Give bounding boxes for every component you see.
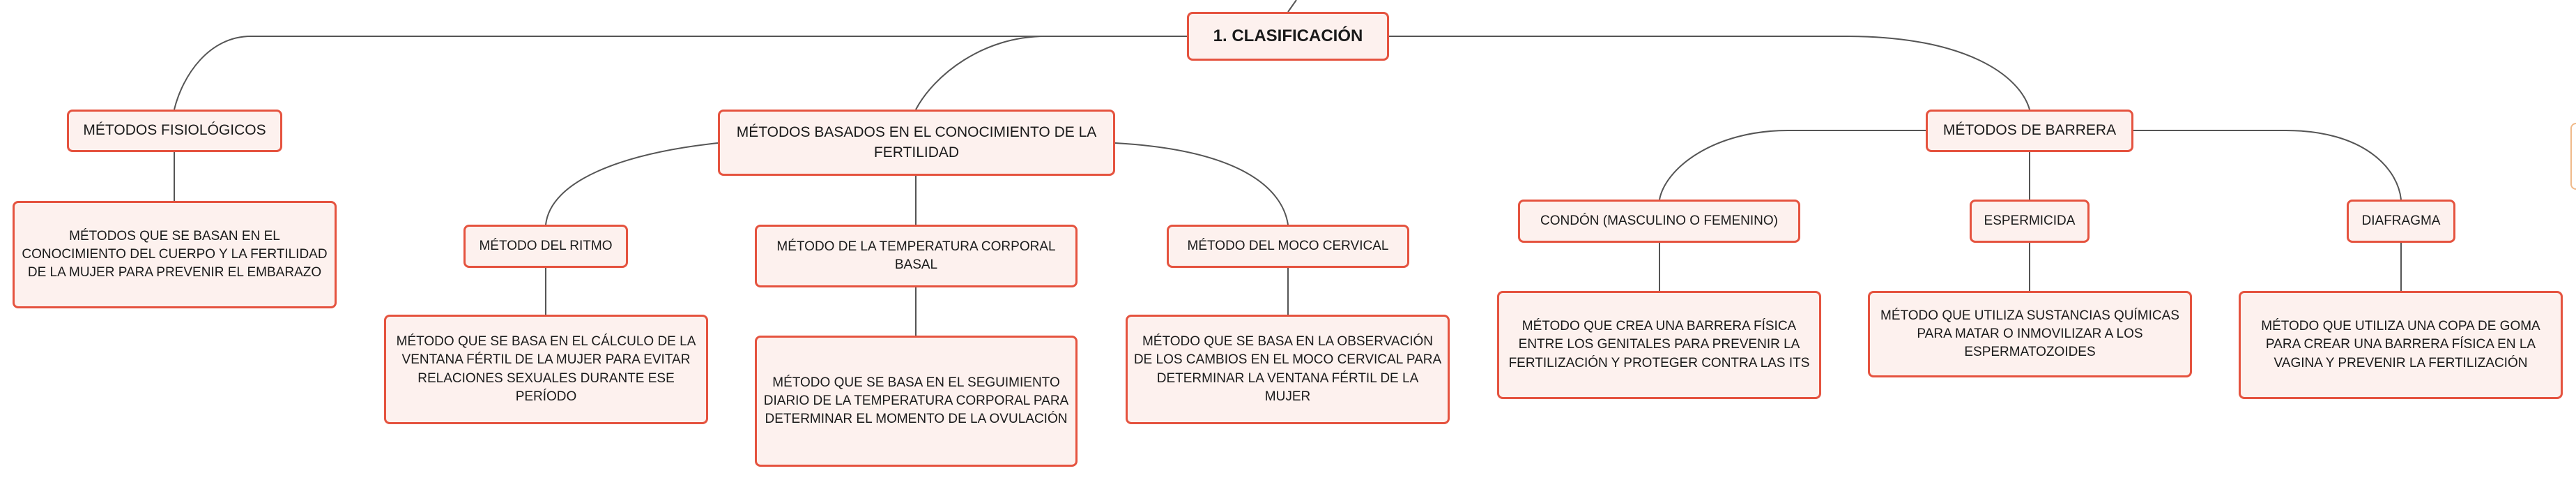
node-label: MÉTODO DEL MOCO CERVICAL xyxy=(1187,238,1389,253)
branch-metodos-de-barrera[interactable]: MÉTODOS DE BARRERA xyxy=(1926,110,2133,152)
branch-label: MÉTODOS FISIOLÓGICOS xyxy=(83,122,266,139)
description-temperatura-corporal-basal[interactable]: MÉTODO QUE SE BASA EN EL SEGUIMIENTO DIA… xyxy=(755,336,1078,467)
description-text: MÉTODO QUE SE BASA EN EL CÁLCULO DE LA V… xyxy=(396,334,696,404)
description-text: MÉTODOS QUE SE BASAN EN EL CONOCIMIENTO … xyxy=(22,228,328,280)
description-text: MÉTODO QUE UTILIZA UNA COPA DE GOMA PARA… xyxy=(2261,319,2540,370)
node-diafragma[interactable]: DIAFRAGMA xyxy=(2347,200,2455,243)
description-espermicida[interactable]: MÉTODO QUE UTILIZA SUSTANCIAS QUÍMICAS P… xyxy=(1868,291,2192,377)
description-text: MÉTODO QUE UTILIZA SUSTANCIAS QUÍMICAS P… xyxy=(1880,308,2179,360)
node-label: ESPERMICIDA xyxy=(1984,213,2076,228)
root-node[interactable]: 1. CLASIFICACIÓN xyxy=(1187,12,1389,61)
branch-label: MÉTODOS DE BARRERA xyxy=(1942,122,2117,139)
description-metodos-fisiologicos[interactable]: MÉTODOS QUE SE BASAN EN EL CONOCIMIENTO … xyxy=(13,201,337,308)
branch-metodos-fisiologicos[interactable]: MÉTODOS FISIOLÓGICOS xyxy=(67,110,282,152)
node-label: CONDÓN (MASCULINO O FEMENINO) xyxy=(1540,213,1778,228)
description-metodo-del-ritmo[interactable]: MÉTODO QUE SE BASA EN EL CÁLCULO DE LA V… xyxy=(384,315,708,424)
node-condon[interactable]: CONDÓN (MASCULINO O FEMENINO) xyxy=(1518,200,1800,243)
branch-metodos-conocimiento-fertilidad[interactable]: MÉTODOS BASADOS EN EL CONOCIMIENTO DE LA… xyxy=(718,110,1115,176)
branch-label: MÉTODOS BASADOS EN EL CONOCIMIENTO DE LA… xyxy=(736,123,1097,160)
root-label: 1. CLASIFICACIÓN xyxy=(1213,27,1363,46)
offscreen-node-edge[interactable] xyxy=(2570,123,2576,190)
description-text: MÉTODO QUE CREA UNA BARRERA FÍSICA ENTRE… xyxy=(1508,319,1810,370)
node-label: MÉTODO DE LA TEMPERATURA CORPORAL BASAL xyxy=(776,239,1056,272)
node-metodo-del-ritmo[interactable]: MÉTODO DEL RITMO xyxy=(463,225,628,268)
description-moco-cervical[interactable]: MÉTODO QUE SE BASA EN LA OBSERVACIÓN DE … xyxy=(1126,315,1450,424)
node-label: DIAFRAGMA xyxy=(2361,213,2441,228)
description-text: MÉTODO QUE SE BASA EN LA OBSERVACIÓN DE … xyxy=(1133,334,1442,404)
node-temperatura-corporal-basal[interactable]: MÉTODO DE LA TEMPERATURA CORPORAL BASAL xyxy=(755,225,1078,287)
node-espermicida[interactable]: ESPERMICIDA xyxy=(1970,200,2090,243)
description-text: MÉTODO QUE SE BASA EN EL SEGUIMIENTO DIA… xyxy=(763,375,1069,427)
node-label: MÉTODO DEL RITMO xyxy=(479,238,613,253)
description-diafragma[interactable]: MÉTODO QUE UTILIZA UNA COPA DE GOMA PARA… xyxy=(2239,291,2563,399)
description-condon[interactable]: MÉTODO QUE CREA UNA BARRERA FÍSICA ENTRE… xyxy=(1497,291,1821,399)
node-moco-cervical[interactable]: MÉTODO DEL MOCO CERVICAL xyxy=(1167,225,1409,268)
